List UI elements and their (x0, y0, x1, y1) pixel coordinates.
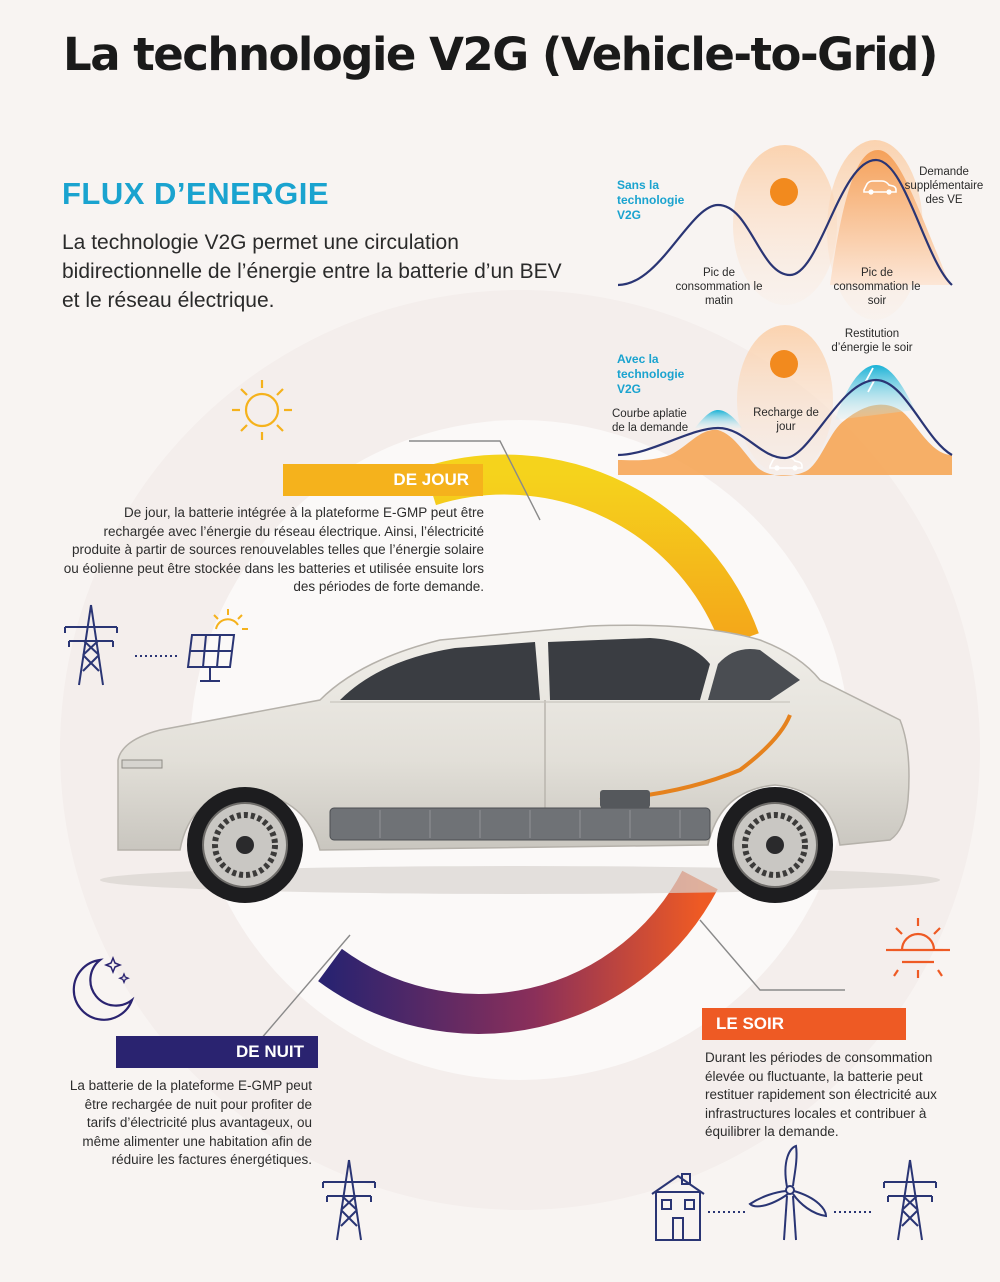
car-body (117, 624, 910, 851)
night-text: La batterie de la plateforme E-GMP peut … (69, 1078, 312, 1167)
evening-text: Durant les périodes de consommation élev… (705, 1050, 937, 1139)
wind-turbine-icon (748, 1144, 828, 1241)
extra-demand-label: Demande supplémentaire des VE (904, 166, 984, 206)
midday-sun-dot (770, 178, 798, 206)
chart-without-v2g (617, 140, 953, 320)
peak-evening-label: Pic de consommation le soir (833, 267, 921, 307)
sunset-icon (886, 918, 950, 978)
house-icon (651, 1173, 705, 1241)
midday-glow (733, 145, 837, 305)
car-icon (863, 180, 897, 195)
battery-pack (329, 807, 711, 841)
chart-without-label: Sans la technologie V2G (617, 178, 685, 222)
blue-morning-area (695, 410, 742, 428)
day-badge: DE JOUR (283, 464, 483, 496)
pylon-icon (883, 1159, 937, 1241)
power-module (600, 790, 650, 808)
page-title: La technologie V2G (Vehicle-to-Grid) (63, 28, 938, 81)
ev-car-illustration (100, 624, 940, 903)
car-window-front (340, 642, 540, 700)
solar-panel-icon (186, 609, 248, 682)
demand-curve-without (617, 158, 953, 287)
sun-icon (232, 380, 292, 440)
car-icon (769, 456, 803, 471)
chart-with-v2g (617, 325, 953, 476)
evening-return-label: Restitution d’énergie le soir (831, 328, 913, 354)
moon-stars-icon (72, 955, 135, 1021)
night-connector-line (259, 934, 351, 1041)
wheel-rear (717, 787, 833, 903)
midday-sun-dot-2 (770, 350, 798, 378)
battery-cells (379, 810, 681, 838)
car-window-rear (548, 638, 710, 700)
blue-return-area (835, 365, 915, 420)
day-charge-label: Recharge de jour (753, 407, 819, 433)
midday-glow-2 (737, 325, 833, 475)
evening-badge: LE SOIR (702, 1008, 906, 1040)
evening-connector-line (699, 919, 845, 991)
night-badge: DE NUIT (116, 1036, 318, 1068)
peak-morning-label: Pic de consommation le matin (675, 267, 763, 307)
section-heading: FLUX D’ENERGIE (62, 176, 330, 211)
day-arc (424, 454, 759, 647)
chart-with-label: Avec la technologie V2G (617, 352, 685, 396)
flattened-curve-label: Courbe aplatie de la demande (612, 408, 689, 434)
pylon-icon (64, 604, 118, 686)
day-connector-line (409, 440, 541, 521)
ev-extra-demand-area (830, 150, 950, 285)
intro-text: La technologie V2G permet une circulatio… (62, 231, 562, 312)
demand-curve-with (617, 378, 953, 460)
day-text: De jour, la batterie intégrée à la plate… (63, 505, 484, 594)
night-evening-arc (318, 870, 718, 1034)
headlight (121, 759, 163, 769)
car-rear-glass (708, 648, 800, 700)
wheel-front (187, 787, 303, 903)
pylon-icon (322, 1159, 376, 1241)
orange-charge-area (618, 404, 952, 476)
